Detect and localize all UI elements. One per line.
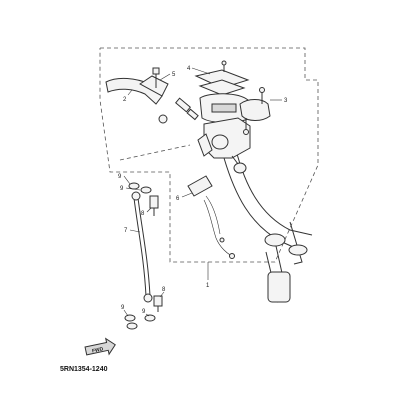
brake-lever	[105, 75, 169, 105]
leader-9c	[123, 309, 129, 317]
leader-2	[127, 89, 133, 96]
brake-switch	[187, 175, 235, 259]
assembly-outline	[99, 47, 319, 263]
leader-4	[191, 67, 211, 75]
leader-9a	[123, 175, 131, 185]
push-rod	[175, 97, 199, 121]
upper-union-bolt	[128, 182, 159, 216]
pivot-bolt	[152, 67, 171, 124]
callout-7: 7	[124, 228, 128, 234]
brake-hose	[131, 191, 153, 303]
leader-6	[181, 192, 193, 198]
callout-8a: 8	[141, 211, 145, 217]
master-cylinder-holder	[239, 87, 271, 135]
leader-7	[129, 229, 141, 233]
reservoir-cap	[194, 60, 250, 96]
assembly-leader-line	[119, 144, 191, 161]
callout-9d: 9	[142, 309, 146, 315]
callout-9a: 9	[118, 174, 122, 180]
forward-arrow-label: FWD	[92, 346, 105, 354]
handlebar	[223, 149, 313, 303]
forward-arrow: FWD	[84, 337, 116, 356]
lower-union-bolt	[124, 295, 163, 330]
master-cylinder	[197, 93, 251, 174]
callout-8b: 8	[162, 287, 166, 293]
leader-9d	[145, 313, 150, 317]
leader-8b	[159, 291, 165, 298]
callout-1: 1	[206, 283, 210, 289]
callout-5: 5	[172, 72, 176, 78]
leader-9b	[125, 187, 141, 191]
callout-9c: 9	[121, 305, 125, 311]
leader-8a	[146, 207, 152, 213]
callout-9b: 9	[120, 186, 124, 192]
diagram-code: 5RN1354-1240	[60, 366, 108, 373]
callout-6: 6	[176, 196, 180, 202]
callout-4: 4	[187, 66, 191, 72]
callout-2: 2	[123, 97, 127, 103]
callout-3: 3	[284, 98, 288, 104]
